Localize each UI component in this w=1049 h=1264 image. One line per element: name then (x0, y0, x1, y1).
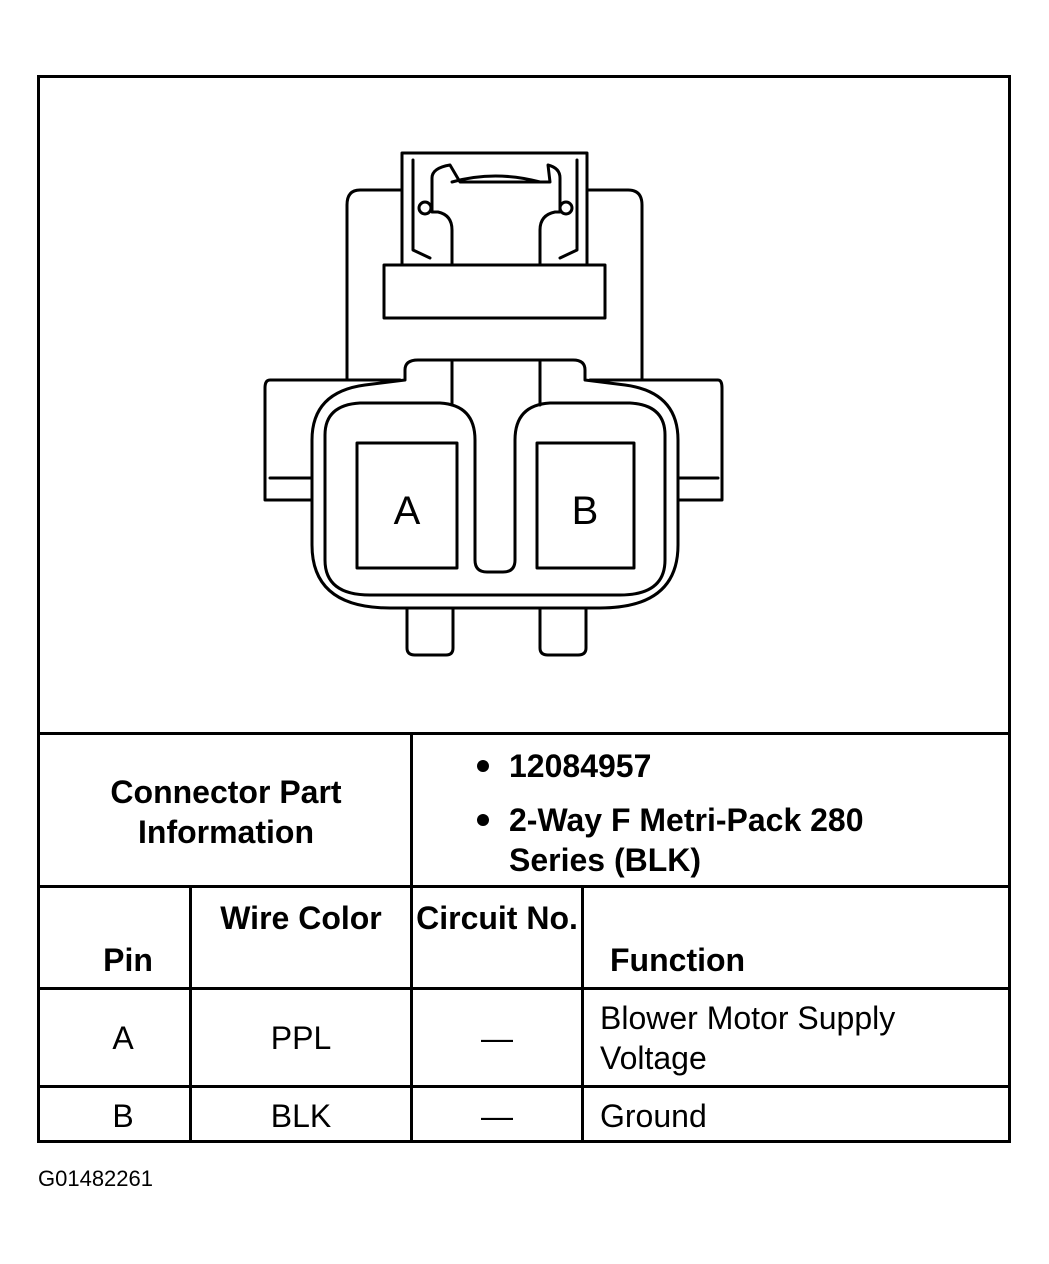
part-info-divider (410, 732, 413, 1143)
row-b-function: Ground (600, 1098, 707, 1134)
part-info-bottom-rule (37, 885, 1011, 888)
bullet-icon (477, 760, 489, 772)
row-a-bottom-rule (37, 1085, 1011, 1088)
pin-column-divider (189, 885, 192, 1143)
connector-face-drawing: A B (263, 151, 724, 657)
figure-code: G01482261 (38, 1166, 153, 1191)
row-a-wire-color: PPL (270, 1020, 332, 1056)
row-a-function: Blower Motor Supply Voltage (600, 1000, 896, 1076)
pin-a-cavity (355, 441, 459, 570)
pin-b-label: B (572, 489, 599, 533)
connector-upper-body (345, 188, 644, 382)
header-circuit-no: Circuit No. (416, 900, 578, 936)
row-b-circuit-no: — (481, 1098, 513, 1134)
row-a-pin: A (112, 1020, 134, 1056)
pin-a-label: A (394, 489, 421, 533)
header-pin: Pin (103, 942, 153, 978)
header-function: Function (610, 942, 746, 978)
header-wire-color: Wire Color (220, 900, 382, 936)
connector-part-info-label: Connector Part Information (40, 772, 412, 852)
connector-outer-body (263, 358, 724, 610)
row-a-circuit-no: — (481, 1020, 513, 1056)
header-bottom-rule (37, 987, 1011, 990)
bullet-icon (477, 814, 489, 826)
part-info-label-text: Connector Part Information (110, 774, 342, 850)
row-b-wire-color: BLK (270, 1098, 332, 1134)
part-number: 12084957 (509, 748, 652, 784)
connector-description: 2-Way F Metri-Pack 280 Series (BLK) (509, 802, 864, 878)
circuit-column-divider (581, 885, 584, 1143)
pin-b-cavity (535, 441, 636, 570)
table-top-rule (37, 732, 1011, 735)
connector-inner-cavity (323, 401, 667, 597)
row-b-pin: B (112, 1098, 134, 1134)
locking-tab (400, 151, 589, 267)
connector-bottom-legs (405, 606, 588, 657)
diagram-frame (37, 75, 1011, 1143)
